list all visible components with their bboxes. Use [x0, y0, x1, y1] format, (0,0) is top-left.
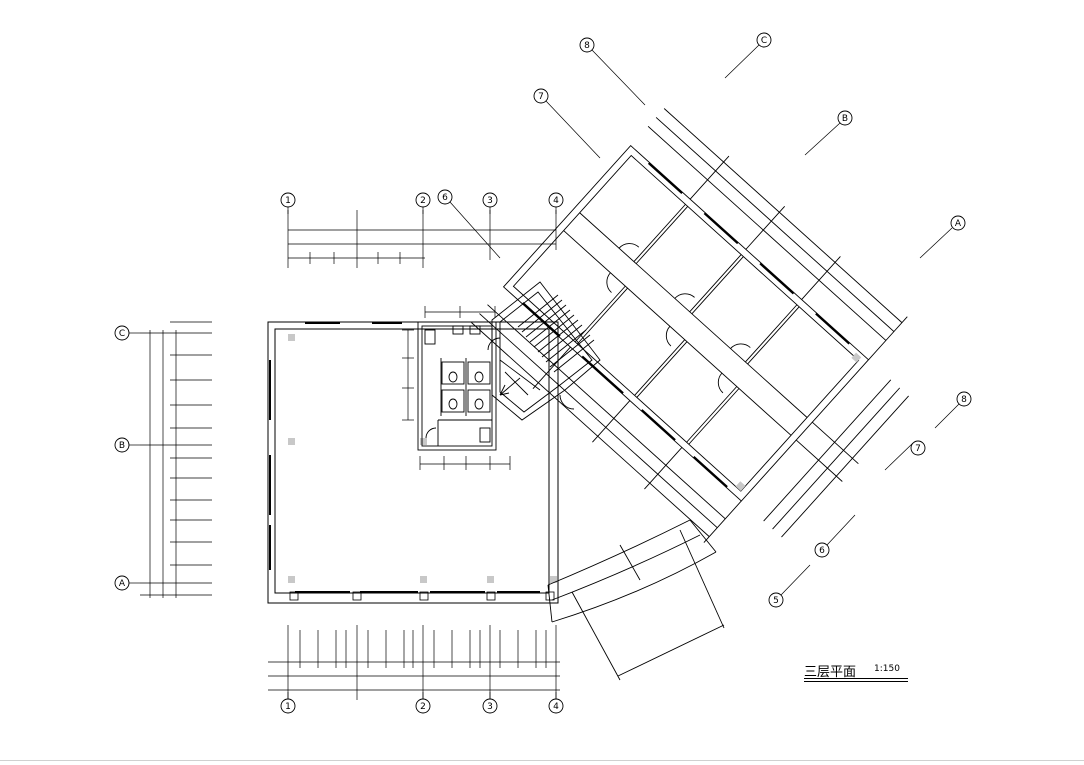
axis-bubble-wing-lower-7: [910, 440, 926, 456]
toilet-core: [417, 321, 501, 451]
axis-label-wing-upper-8: 8: [584, 41, 590, 51]
left-dimension-chains: [140, 321, 212, 598]
axis-label-wing-lower-6: 6: [819, 546, 825, 556]
drawing-caption: 三层平面 1:150: [804, 661, 908, 682]
caption-underline: [804, 678, 908, 679]
axis-bubble-wing-right-a: [950, 215, 966, 231]
axis-labels: 1 2 3 4 1 2 3 4 C B A 6 7 8 A B C 5 6 7 …: [119, 36, 967, 712]
axis-label-wing-lower-7: 7: [915, 444, 921, 454]
axis-label-bottom-1: 1: [285, 702, 291, 712]
main-hall: [267, 321, 559, 604]
axis-label-bottom-3: 3: [487, 702, 493, 712]
axis-label-wing-right-b: B: [842, 114, 848, 124]
top-dimension-chains: [287, 210, 557, 268]
axis-label-wing-right-c: C: [761, 36, 767, 46]
drawing-scale: 1:150: [874, 664, 900, 674]
axis-label-wing-upper-7: 7: [538, 92, 544, 102]
axis-label-bottom-4: 4: [553, 702, 559, 712]
axis-label-bottom-2: 2: [420, 702, 426, 712]
rotated-wing: [471, 108, 909, 543]
axis-label-top-1: 1: [285, 196, 291, 206]
curved-balcony: [547, 519, 725, 681]
drawing-title: 三层平面: [804, 665, 857, 680]
axis-bubble-wing-right-b: [837, 110, 853, 126]
axis-bubble-wing-upper-8: [579, 37, 595, 53]
axis-bubble-wing-upper-7: [533, 88, 549, 104]
axis-label-top-3: 3: [487, 196, 493, 206]
axis-label-left-a: A: [119, 579, 126, 589]
axis-bubble-wing-lower-6: [814, 542, 830, 558]
axis-label-wing-upper-6: 6: [442, 193, 448, 203]
axis-bubble-wing-right-c: [756, 32, 772, 48]
axis-label-wing-lower-5: 5: [773, 596, 779, 606]
axis-bubbles: [114, 32, 972, 714]
axis-label-left-c: C: [119, 329, 125, 339]
axis-label-left-b: B: [119, 441, 125, 451]
axis-bubble-wing-upper-6: [437, 189, 453, 205]
axis-bubble-wing-lower-5: [768, 592, 784, 608]
stair-link: [491, 281, 601, 421]
hall-columns: [288, 334, 557, 583]
axis-label-wing-right-a: A: [955, 219, 962, 229]
core-dimension-chains: [402, 306, 511, 470]
page-border-line: [0, 760, 1084, 761]
axis-leaders: [129, 44, 960, 699]
caption-underline-double: [804, 681, 908, 682]
axis-bubble-wing-lower-8: [956, 391, 972, 407]
axis-label-top-2: 2: [420, 196, 426, 206]
axis-label-top-4: 4: [553, 196, 559, 206]
axis-label-wing-lower-8: 8: [961, 395, 967, 405]
bottom-dimension-chains: [268, 625, 560, 700]
